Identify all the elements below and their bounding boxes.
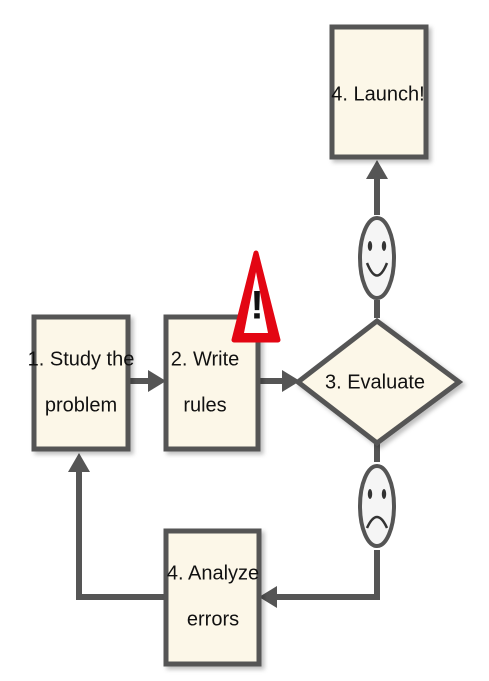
- node-launch-label: 4. Launch!: [331, 83, 424, 105]
- node-analyze-label-line1: 4. Analyze: [167, 562, 259, 584]
- node-write-rules: 2. Write rules: [163, 314, 261, 452]
- arrowhead-to-launch: [366, 160, 388, 179]
- warning-exclamation: !: [250, 284, 263, 328]
- node-analyze-errors: 4. Analyze errors: [163, 528, 262, 667]
- node-analyze-box: [163, 528, 262, 667]
- arrow-analyze-to-study: [76, 470, 165, 600]
- node-analyze-label-line2: errors: [187, 608, 239, 630]
- arrowhead-to-study: [68, 453, 90, 472]
- arrowhead-study-to-write: [148, 370, 166, 392]
- node-study-label-line2: problem: [45, 394, 117, 416]
- arrowhead-write-to-evaluate: [282, 370, 300, 392]
- node-write-label-line2: rules: [183, 394, 226, 416]
- connectors: [68, 160, 388, 608]
- node-study-problem: 1. Study the problem: [28, 314, 135, 452]
- node-launch: 4. Launch!: [329, 24, 429, 160]
- node-study-box: [31, 314, 131, 452]
- node-evaluate-label: 3. Evaluate: [325, 371, 425, 393]
- node-evaluate-diamond: [293, 317, 464, 447]
- arrow-sad-to-analyze: [275, 550, 380, 600]
- node-study-label-line1: 1. Study the: [28, 348, 135, 370]
- arrowhead-to-analyze: [259, 586, 277, 608]
- smiley-face-icon: [358, 216, 396, 300]
- node-write-label-line1: 2. Write: [171, 348, 240, 370]
- warning-triangle-icon: !: [231, 250, 281, 343]
- node-launch-box: [329, 24, 429, 160]
- node-evaluate: 3. Evaluate: [293, 317, 464, 447]
- sad-face-icon: [358, 464, 396, 548]
